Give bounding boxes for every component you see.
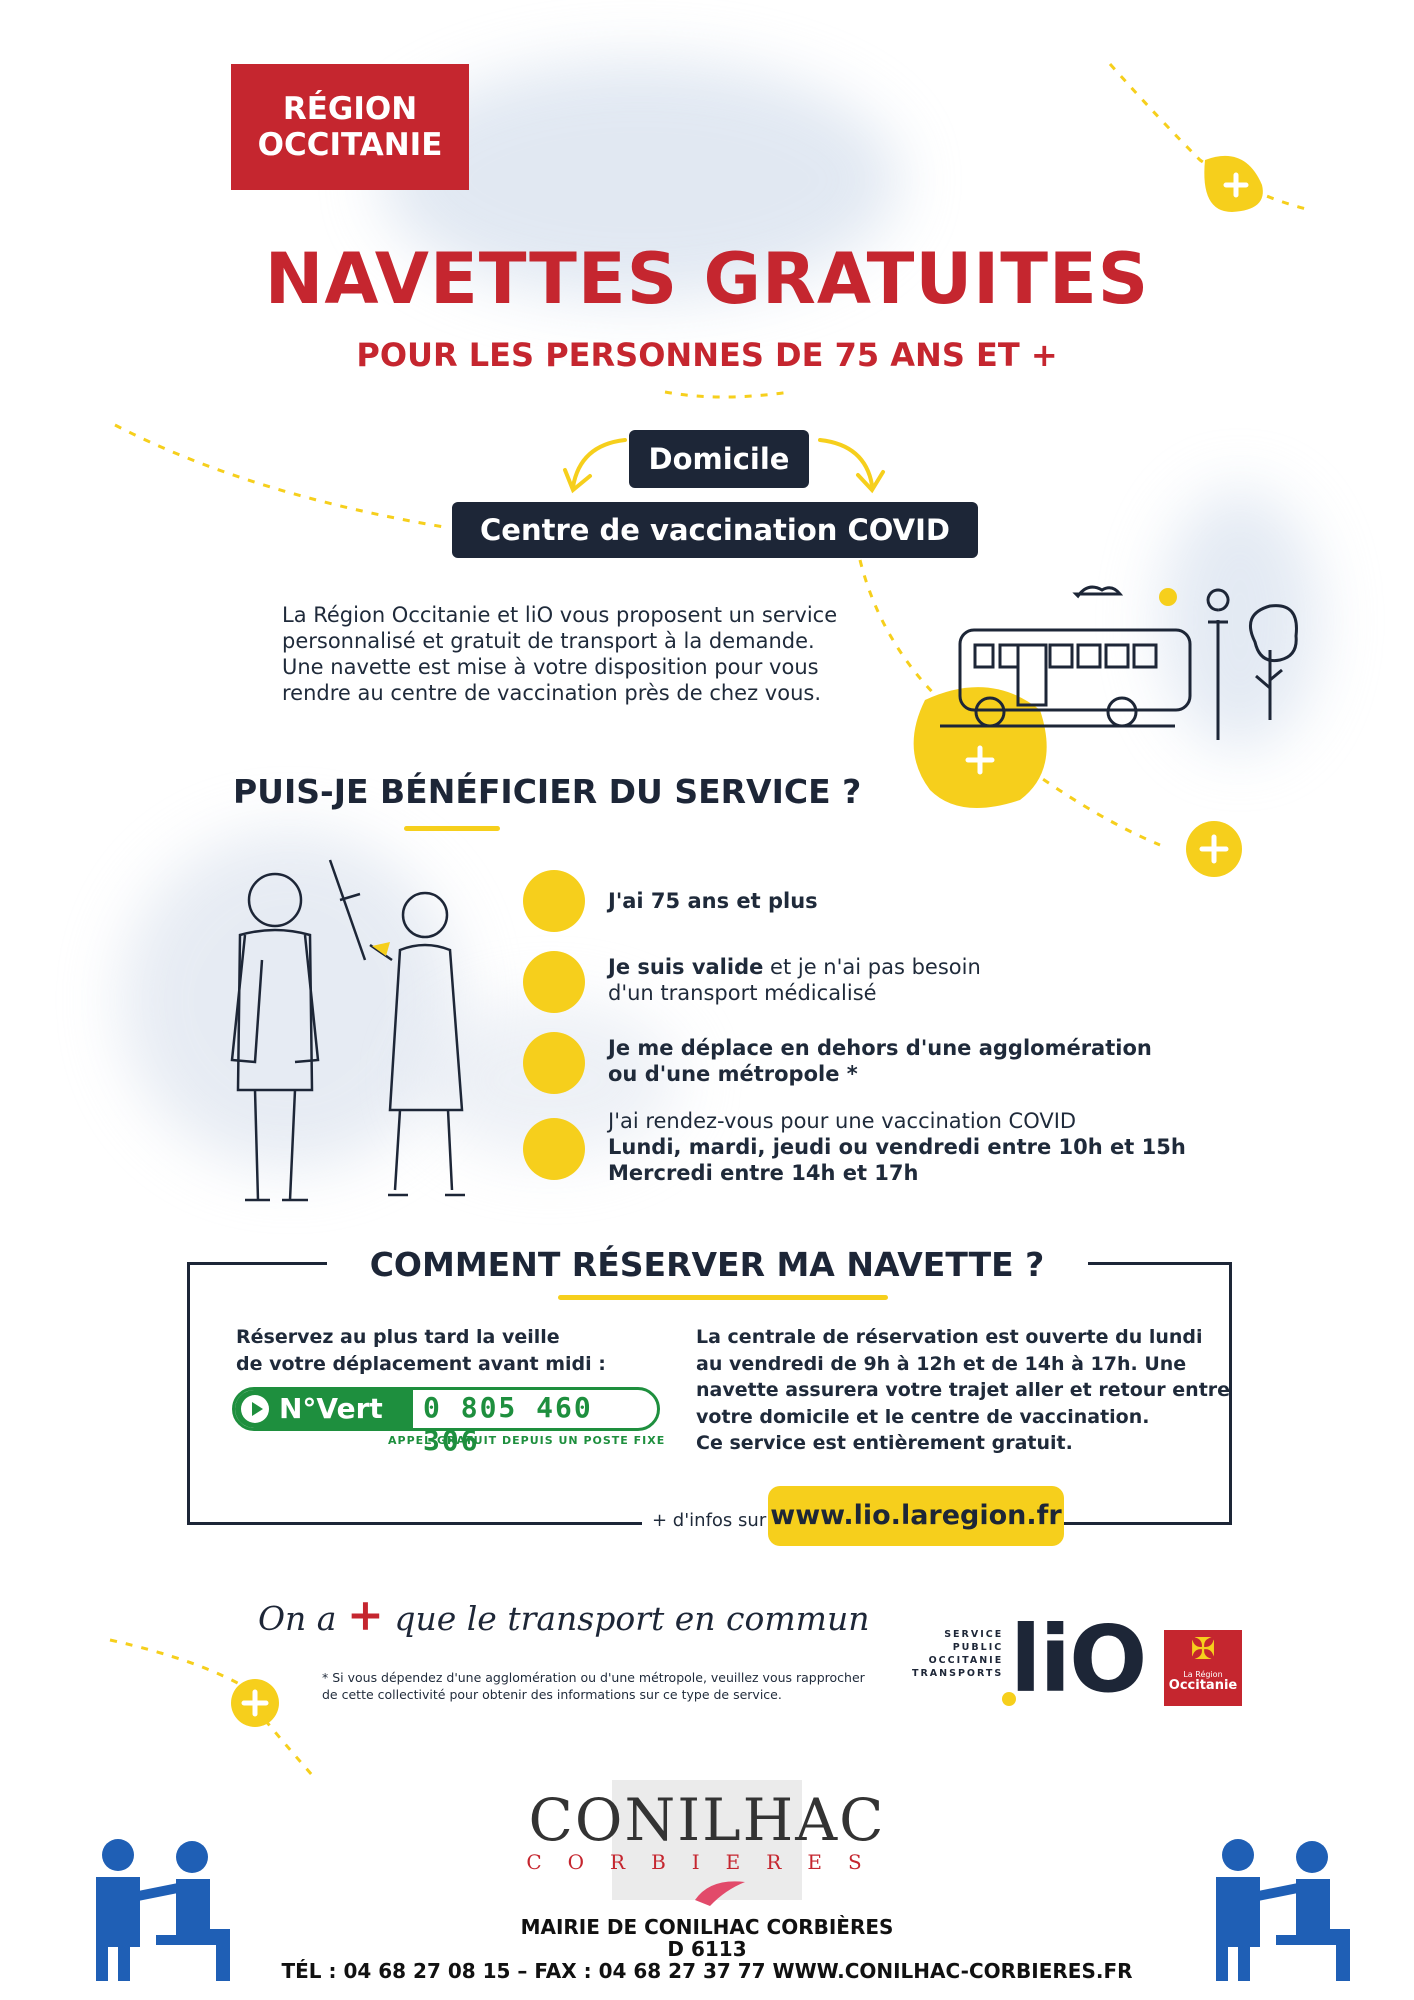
slogan-part2: que le transport en commun [394,1599,870,1638]
slogan-part1: On a [258,1599,337,1638]
booking-deadline: Réservez au plus tard la veille de votre… [236,1324,606,1378]
intro-line: Une navette est mise à votre disposition… [282,655,819,679]
frame-top-left [187,1262,327,1265]
play-triangle-icon [252,1402,263,1416]
slogan-plus: + [346,1590,384,1641]
criterion-location-line2: ou d'une métropole * [608,1062,858,1086]
criterion-appointment: J'ai rendez-vous pour une vaccination CO… [608,1108,1186,1186]
numero-vert-badge[interactable]: N°Vert 0 805 460 306 [232,1387,660,1457]
ambulance-icon [523,951,585,1013]
booking-info-line: votre domicile et le centre de vaccinati… [696,1405,1150,1428]
intro-line: La Région Occitanie et liO vous proposen… [282,603,838,627]
logo-line-1: RÉGION [282,91,418,127]
criterion-appointment-line1: J'ai rendez-vous pour une vaccination CO… [608,1109,1077,1133]
route-to-pill: Centre de vaccination COVID [452,502,978,558]
lio-tagline-line: OCCITANIE [928,1655,1004,1666]
intro-line: personnalisé et gratuit de transport à l… [282,629,815,653]
vaccination-icon [1216,1839,1350,1981]
eligibility-heading: PUIS-JE BÉNÉFICIER DU SERVICE ? [233,772,862,811]
criterion-location: Je me déplace en dehors d'une agglomérat… [608,1035,1152,1087]
town-subname: CORBIERES [526,1850,888,1874]
intro-line: rendre au centre de vaccination près de … [282,681,821,705]
route-from-pill: Domicile [629,430,809,488]
occitanie-logo-line1: La Région [1183,1670,1223,1679]
booking-info-line: Ce service est entièrement gratuit. [696,1432,1073,1454]
booking-info-line: au vendredi de 9h à 12h et de 14h à 17h.… [696,1352,1187,1375]
frame-top-right [1088,1262,1232,1265]
numero-vert-green: N°Vert [235,1390,413,1428]
criterion-valid-line2: d'un transport médicalisé [608,981,877,1005]
occitan-cross-icon: ✠ [1190,1632,1216,1667]
town-logo-background [612,1780,802,1900]
criterion-valid-rest: et je n'ai pas besoin [763,955,981,979]
lio-tagline-line: TRANSPORTS [912,1668,1004,1679]
mairie-contact: TÉL : 04 68 27 08 15 – FAX : 04 68 27 37… [281,1959,1133,1983]
more-info-label: + d'infos sur [642,1510,777,1531]
booking-heading: COMMENT RÉSERVER MA NAVETTE ? [0,1245,1414,1284]
town-name: CONILHAC [528,1786,886,1854]
criterion-age-text: J'ai 75 ans et plus [608,889,818,913]
lio-tagline: SERVICE PUBLIC OCCITANIE TRANSPORTS [912,1628,1003,1680]
booking-info: La centrale de réservation est ouverte d… [696,1324,1231,1457]
booking-info-line: navette assurera votre trajet aller et r… [696,1379,1231,1401]
booking-info-line: La centrale de réservation est ouverte d… [696,1326,1203,1348]
heading-underline [558,1295,888,1300]
mairie-road: D 6113 [667,1937,747,1961]
lio-logo: liO [1010,1606,1147,1713]
plus-badge-icon [1204,155,1263,212]
lio-logo-dot [1002,1692,1016,1706]
footnote-line1: * Si vous dépendez d'une agglomération o… [322,1670,865,1685]
senior-person-icon [523,870,585,932]
page-subtitle: POUR LES PERSONNES DE 75 ANS ET + [356,336,1058,374]
intro-paragraph: La Région Occitanie et liO vous proposen… [282,602,882,706]
phone-clock-icon [523,1118,585,1180]
website-link[interactable]: www.lio.laregion.fr [768,1486,1064,1546]
booking-deadline-line1: Réservez au plus tard la veille [236,1326,560,1348]
criterion-appointment-line3: Mercredi entre 14h et 17h [608,1161,919,1185]
mairie-name: MAIRIE DE CONILHAC CORBIÈRES [520,1915,894,1939]
footnote-line2: de cette collectivité pour obtenir des i… [322,1687,782,1702]
phone-note: APPEL GRATUIT DEPUIS UN POSTE FIXE [388,1434,666,1447]
page-title: NAVETTES GRATUITES [264,238,1150,320]
booking-deadline-line2: de votre déplacement avant midi : [236,1353,606,1375]
heading-underline [404,826,500,831]
criterion-age: J'ai 75 ans et plus [608,888,818,914]
footnote: * Si vous dépendez d'une agglomération o… [322,1669,865,1703]
occitanie-logo-line2: Occitanie [1168,1678,1238,1693]
criterion-valid-bold: Je suis valide [608,955,764,979]
slogan: On a + que le transport en commun [258,1590,869,1641]
town-logo-mark [695,1881,745,1906]
lio-tagline-line: PUBLIC [952,1642,1004,1653]
lio-tagline-line: SERVICE [944,1629,1004,1640]
house-icon [523,1032,585,1094]
criterion-valid: Je suis valide et je n'ai pas besoin d'u… [608,954,981,1006]
watercolor-wash [120,830,460,1170]
criterion-appointment-line2: Lundi, mardi, jeudi ou vendredi entre 10… [608,1135,1186,1159]
criterion-location-line1: Je me déplace en dehors d'une agglomérat… [608,1036,1152,1060]
phone-number[interactable]: 0 805 460 306 [423,1391,593,1457]
region-occitanie-logo: RÉGION OCCITANIE [231,64,469,190]
numero-vert-label: N°Vert [279,1392,383,1425]
logo-line-2: OCCITANIE [257,127,443,163]
booking-heading-text: COMMENT RÉSERVER MA NAVETTE ? [347,1245,1067,1284]
vaccination-icon [96,1839,230,1981]
occitanie-region-logo: ✠ La Région Occitanie [1164,1630,1242,1706]
